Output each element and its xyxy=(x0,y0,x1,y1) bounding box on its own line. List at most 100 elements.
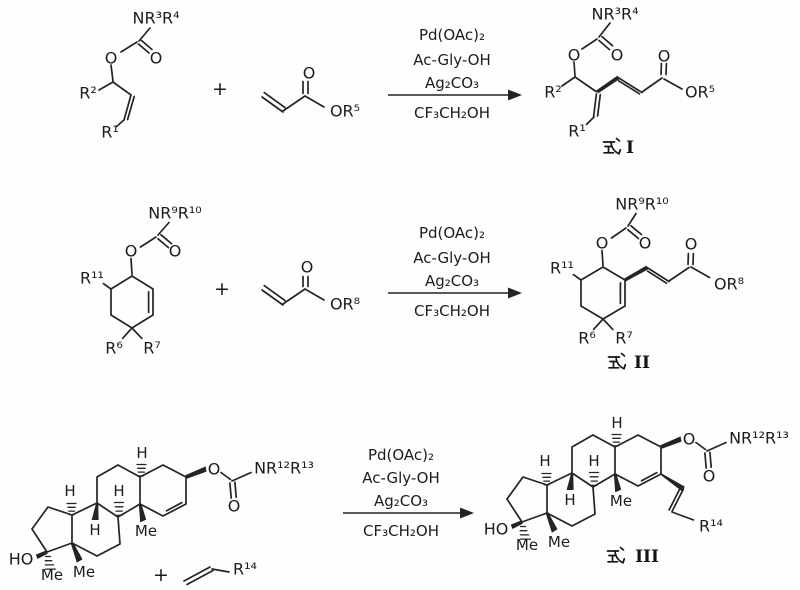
bonds xyxy=(668,486,695,521)
shi-character-glyph xyxy=(602,137,622,155)
bonds xyxy=(572,212,711,331)
condition-line-4: CF₃CH₂OH xyxy=(414,302,490,320)
stereo-h-label: H xyxy=(89,521,100,539)
condition-line-2: Ac-Gly-OH xyxy=(362,469,440,487)
r6-label: R⁶ xyxy=(578,329,596,348)
carbonyl-o-label: O xyxy=(150,49,163,68)
shi-character-glyph xyxy=(607,352,627,370)
condition-line-3: Ag₂CO₃ xyxy=(425,272,479,290)
hydroxyl-label: HO xyxy=(484,520,509,539)
steroid-carbamate-reactant: H H H H Me Me Me HO O O NR¹²R¹³ xyxy=(9,444,314,584)
carbamate-n-label: NR⁹R¹⁰ xyxy=(615,195,668,214)
condition-line-1: Pd(OAc)₂ xyxy=(368,446,434,464)
product-alkenyl-side-chain: R¹⁴ xyxy=(660,472,723,536)
formula-label-3: III xyxy=(606,546,659,567)
r11-label: R¹¹ xyxy=(80,269,104,288)
ring-bonds xyxy=(506,434,727,527)
carbamate-n-label: NR³R⁴ xyxy=(591,5,638,24)
acrylate-reactant: O OR⁵ xyxy=(261,64,360,121)
methyl-label: Me xyxy=(41,566,63,584)
carbonyl-o-label: O xyxy=(703,467,716,486)
condition-line-3: Ag₂CO₃ xyxy=(374,492,428,510)
r7-label: R⁷ xyxy=(143,339,161,358)
carbamate-n-label: NR³R⁴ xyxy=(132,9,179,28)
stereo-h-label: H xyxy=(113,482,124,500)
condition-line-1: Pd(OAc)₂ xyxy=(419,26,485,44)
ester-o-label: O xyxy=(568,46,581,65)
r14-label: R¹⁴ xyxy=(699,517,723,536)
vinyl-r14-reactant: R¹⁴ xyxy=(183,560,257,586)
ester-o-label: O xyxy=(208,460,221,479)
ester-o-label: O xyxy=(125,242,138,261)
condition-line-2: Ac-Gly-OH xyxy=(413,51,491,69)
plus-sign: + xyxy=(212,78,228,100)
methyl-label: Me xyxy=(516,536,538,554)
r1-label: R¹ xyxy=(101,123,119,142)
bold-wedge-bond xyxy=(660,472,685,492)
ring-bonds xyxy=(31,464,252,557)
stereo-h-label: H xyxy=(611,414,622,432)
condition-line-2: Ac-Gly-OH xyxy=(413,249,491,267)
cyclohexenyl-acrylate-product: NR⁹R¹⁰ O O O R¹¹ R⁶ R⁷ OR⁸ II xyxy=(550,195,744,374)
bonds xyxy=(261,80,325,113)
scheme-3: H H H H Me Me Me HO O O NR¹²R¹³ + R¹⁴ Pd… xyxy=(9,414,789,586)
ester-or-label: OR⁸ xyxy=(330,295,360,314)
acrylate-o-label: O xyxy=(658,47,671,66)
arrow-head xyxy=(508,89,522,101)
acrylate-o-label: O xyxy=(685,235,698,254)
bold-wedge-bond xyxy=(595,75,620,94)
r11-label: R¹¹ xyxy=(550,259,574,278)
stereo-h-label: H xyxy=(564,491,575,509)
arrow-head xyxy=(460,507,474,519)
cyclohexenyl-carbamate-reactant: NR⁹R¹⁰ O O R¹¹ R⁶ R⁷ xyxy=(80,204,202,358)
condition-line-4: CF₃CH₂OH xyxy=(363,522,439,540)
allylic-carbamate-reactant: NR³R⁴ O O R² R¹ xyxy=(79,9,179,142)
bold-wedge-bond xyxy=(624,265,649,282)
methyl-label: Me xyxy=(73,563,95,581)
shi-character-glyph xyxy=(606,546,626,564)
stereo-h-label: H xyxy=(539,452,550,470)
ester-o-label: O xyxy=(596,234,609,253)
reaction-arrow-1: Pd(OAc)₂ Ac-Gly-OH Ag₂CO₃ CF₃CH₂OH xyxy=(388,26,522,122)
arrow-head xyxy=(508,287,522,299)
r2-label: R² xyxy=(544,83,562,102)
bold-wedge-bonds xyxy=(510,436,682,533)
condition-line-4: CF₃CH₂OH xyxy=(414,104,490,122)
reaction-arrow-3: Pd(OAc)₂ Ac-Gly-OH Ag₂CO₃ CF₃CH₂OH xyxy=(343,446,474,540)
acrylate-or-label: OR⁵ xyxy=(685,83,715,102)
scheme-1: NR³R⁴ O O R² R¹ + O OR⁵ Pd(OAc)₂ Ac-Gly-… xyxy=(79,5,715,159)
ester-or-label: OR⁵ xyxy=(330,102,360,121)
formula-numeral: II xyxy=(634,353,650,373)
carbonyl-o-label: O xyxy=(301,258,314,277)
reaction-arrow-2: Pd(OAc)₂ Ac-Gly-OH Ag₂CO₃ CF₃CH₂OH xyxy=(388,224,522,320)
formula-numeral: III xyxy=(635,547,659,567)
carbonyl-o-label: O xyxy=(303,64,316,83)
r2-label: R² xyxy=(79,84,97,103)
hydroxyl-label: HO xyxy=(9,550,34,569)
bonds xyxy=(102,221,173,340)
methyl-label: Me xyxy=(610,492,632,510)
r6-label: R⁶ xyxy=(105,339,123,358)
steroid-product: H H H H Me Me Me HO O O NR¹²R¹³ xyxy=(484,414,789,554)
formula-label-2: II xyxy=(607,352,650,373)
ester-o-label: O xyxy=(683,430,696,449)
scheme-2: NR⁹R¹⁰ O O R¹¹ R⁶ R⁷ + O OR⁸ Pd(OAc)₂ Ac… xyxy=(80,195,744,374)
r14-label: R¹⁴ xyxy=(233,560,257,579)
diene-product: NR³R⁴ O O O R² R¹ OR⁵ I xyxy=(544,5,715,159)
acrylate-reactant: O OR⁸ xyxy=(261,258,360,314)
carbonyl-o-label: O xyxy=(611,46,624,65)
formula-numeral: I xyxy=(626,138,634,158)
plus-sign: + xyxy=(214,278,230,300)
stereo-h-label: H xyxy=(136,444,147,462)
stereo-h-label: H xyxy=(588,452,599,470)
r1-label: R¹ xyxy=(568,122,586,141)
bonds xyxy=(98,27,153,128)
stereo-h-label: H xyxy=(64,482,75,500)
plus-sign: + xyxy=(153,564,169,586)
carbonyl-o-label: O xyxy=(228,497,241,516)
methyl-label: Me xyxy=(548,533,570,551)
bonds xyxy=(261,275,325,306)
hashed-stereo-bonds xyxy=(519,433,622,540)
